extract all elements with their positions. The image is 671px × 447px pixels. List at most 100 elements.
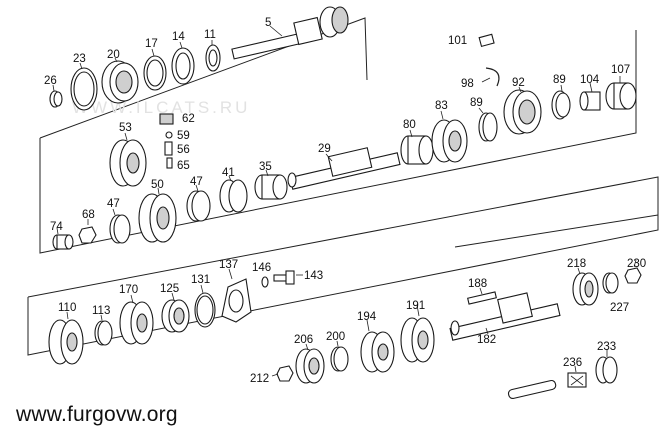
part-shaft-rod bbox=[507, 379, 557, 400]
label-110: 110 bbox=[58, 302, 76, 314]
label-191: 191 bbox=[406, 300, 425, 312]
label-89-mid: 89 bbox=[470, 97, 483, 109]
label-194: 194 bbox=[357, 311, 377, 323]
label-107: 107 bbox=[611, 64, 630, 76]
label-74: 74 bbox=[50, 221, 63, 233]
part-89-ring-middle bbox=[478, 107, 498, 142]
label-23: 23 bbox=[73, 53, 86, 65]
part-53-gear bbox=[109, 132, 147, 187]
part-137-cover-plate bbox=[221, 268, 252, 323]
part-65-pin bbox=[166, 157, 173, 169]
label-233: 233 bbox=[597, 341, 616, 353]
part-11-ring bbox=[205, 40, 221, 72]
part-47-ring-right bbox=[186, 184, 211, 222]
source-footer: www.furgovw.org bbox=[16, 403, 178, 426]
label-20: 20 bbox=[107, 49, 120, 61]
part-20-bearing bbox=[101, 57, 139, 104]
label-89-top: 89 bbox=[553, 74, 566, 86]
label-146: 146 bbox=[252, 262, 271, 274]
part-26-washer bbox=[49, 84, 63, 108]
part-68-nut bbox=[78, 219, 97, 244]
part-62-block bbox=[159, 113, 174, 125]
label-56: 56 bbox=[177, 144, 190, 156]
part-194-gear bbox=[360, 319, 395, 373]
part-83-gear bbox=[431, 110, 468, 163]
label-101: 101 bbox=[448, 35, 467, 47]
label-59: 59 bbox=[177, 130, 190, 142]
part-110-gear bbox=[48, 311, 84, 365]
label-11: 11 bbox=[204, 29, 216, 41]
part-89-ring-upper bbox=[551, 84, 571, 120]
part-191-gear bbox=[400, 304, 435, 363]
part-113-ring bbox=[94, 314, 113, 346]
label-137: 137 bbox=[219, 259, 238, 271]
part-170-gear bbox=[119, 294, 154, 345]
label-65: 65 bbox=[177, 160, 190, 172]
part-146-washer bbox=[261, 276, 269, 288]
part-206-bearing bbox=[295, 343, 325, 384]
label-131: 131 bbox=[191, 274, 210, 286]
part-14-ring bbox=[171, 41, 195, 85]
part-29-main-shaft bbox=[287, 147, 401, 190]
label-14: 14 bbox=[172, 31, 185, 43]
label-35: 35 bbox=[259, 161, 272, 173]
part-227-ring bbox=[602, 272, 619, 294]
part-188-key bbox=[467, 287, 497, 305]
label-80: 80 bbox=[403, 119, 416, 131]
part-218-bearing bbox=[572, 267, 599, 306]
part-59-ball bbox=[165, 131, 173, 139]
part-number-labels: 5 11 14 17 20 23 26 101 98 92 89 104 107… bbox=[44, 17, 646, 385]
part-92-synchro bbox=[503, 86, 542, 135]
label-182: 182 bbox=[477, 334, 496, 346]
part-131-snap-ring bbox=[194, 284, 216, 328]
part-80-bearing bbox=[400, 129, 434, 165]
label-98: 98 bbox=[461, 78, 474, 90]
part-41-gear bbox=[219, 175, 248, 213]
part-74-bearing bbox=[52, 227, 74, 250]
part-104-sleeve bbox=[579, 82, 601, 111]
label-230: 230 bbox=[627, 258, 646, 270]
part-230-nut bbox=[624, 259, 642, 284]
part-23-ring bbox=[70, 62, 98, 111]
part-212-nut bbox=[271, 365, 294, 382]
label-206: 206 bbox=[294, 334, 313, 346]
label-236: 236 bbox=[563, 357, 582, 369]
part-233-gear bbox=[595, 350, 618, 384]
label-62: 62 bbox=[182, 113, 195, 125]
label-5: 5 bbox=[265, 17, 271, 29]
part-56-spring bbox=[164, 141, 173, 156]
label-17: 17 bbox=[145, 38, 158, 50]
part-101-clip bbox=[478, 33, 495, 48]
frame-lines bbox=[27, 17, 659, 356]
label-47-right: 47 bbox=[190, 176, 203, 188]
label-200: 200 bbox=[326, 331, 345, 343]
part-17-ring bbox=[143, 48, 167, 91]
label-113: 113 bbox=[92, 305, 110, 317]
label-50: 50 bbox=[151, 179, 164, 191]
label-53: 53 bbox=[119, 122, 132, 134]
label-29: 29 bbox=[318, 143, 331, 155]
part-143-bolt bbox=[273, 270, 303, 285]
part-200-ring bbox=[330, 340, 349, 372]
part-98-snap-ring bbox=[481, 67, 500, 87]
part-125-bearing bbox=[161, 292, 190, 333]
part-47-ring-left bbox=[109, 208, 131, 244]
part-5-input-shaft bbox=[231, 6, 349, 60]
label-143: 143 bbox=[304, 270, 323, 282]
label-83: 83 bbox=[435, 100, 448, 112]
part-236-sleeve bbox=[567, 365, 587, 388]
label-26: 26 bbox=[44, 75, 57, 87]
label-41: 41 bbox=[222, 167, 235, 179]
label-170: 170 bbox=[119, 284, 138, 296]
part-50-gear bbox=[138, 187, 177, 243]
label-68: 68 bbox=[82, 209, 95, 221]
label-188: 188 bbox=[468, 278, 487, 290]
label-104: 104 bbox=[580, 74, 600, 86]
part-107-needle-bearing bbox=[605, 76, 637, 110]
label-47-left: 47 bbox=[107, 198, 120, 210]
label-92: 92 bbox=[512, 77, 525, 89]
label-227: 227 bbox=[610, 302, 629, 314]
label-125: 125 bbox=[160, 283, 179, 295]
